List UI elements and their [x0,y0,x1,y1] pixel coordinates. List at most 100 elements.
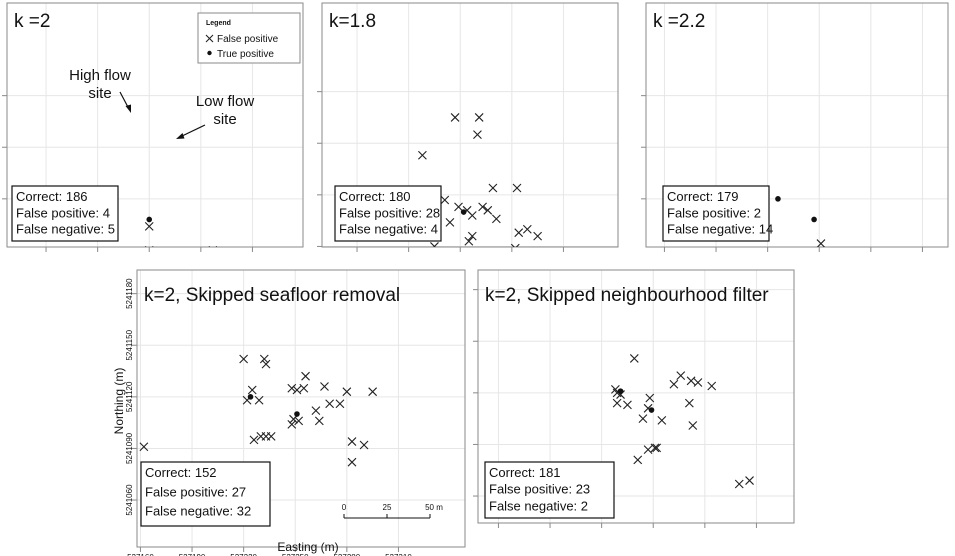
panel-title: k=2, Skipped seafloor removal [144,285,400,306]
panel-5: k=2, Skipped neighbourhood filterCorrect… [473,269,795,528]
stats-line: Correct: 181 [489,465,561,480]
false-positive-marker [542,249,550,257]
true-positive-marker [617,388,624,394]
stats-line: False negative: 5 [16,222,115,237]
false-positive-marker [347,457,357,467]
false-positive-marker [475,254,483,262]
false-positive-marker [657,415,667,425]
x-tick-label: 527190 [179,553,206,556]
stats-line: False negative: 4 [339,222,438,237]
scale-bar: 0 25 50 m [342,503,443,519]
panel-title: k=2, Skipped neighbourhood filter [485,285,769,306]
true-positive-marker [294,411,300,417]
panel-frame [645,2,949,248]
stats-line: False positive: 4 [16,205,110,220]
x-tick-label: 527280 [333,553,360,556]
panel-frame [321,2,619,248]
annotations: High flow site Low flow site [69,67,254,139]
false-positive-marker [645,393,655,403]
false-positive-marker [474,113,484,122]
panel-frame [6,2,304,248]
low-flow-label-line1: Low flow [196,93,255,110]
false-positive-marker [623,400,632,410]
y-tick-label: 5241060 [125,484,134,516]
true-positive-marker [146,216,153,223]
false-positive-marker [483,205,493,215]
false-positive-marker [676,371,686,381]
true-positive-marker [775,196,781,202]
false-positive-marker [688,421,698,430]
false-positive-marker [292,385,302,395]
stats-line: Correct: 152 [145,465,217,480]
y-axis-label: Northing (m) [112,368,126,435]
false-positive-marker [440,195,450,205]
false-positive-marker [311,406,321,415]
x-tick-labels: 527160527190527220527250527280527310 [127,553,412,556]
false-positive-marker [266,432,276,441]
legend-title: Legend [206,20,231,27]
false-positive-marker [247,385,257,395]
false-positive-marker [287,419,297,429]
false-positive-marker [335,399,345,409]
markers [775,196,826,247]
false-positive-marker [491,214,501,224]
false-positive-marker [299,383,309,393]
false-positive-marker [508,261,516,269]
false-positive-marker [488,183,498,193]
false-positive-marker [522,224,532,234]
false-positive-marker [418,150,427,160]
scale-label-25: 25 [383,503,392,512]
false-positive-marker [652,443,662,453]
x-tick-label: 527220 [230,553,257,556]
false-positive-marker [450,113,460,122]
stats-line: False positive: 27 [145,484,246,499]
stats-line: Correct: 179 [667,189,739,204]
panel-frame [136,269,466,548]
markers [402,113,550,269]
false-positive-marker [684,398,694,408]
legend-box [197,12,301,64]
markers [611,354,754,489]
stats-line: False negative: 2 [489,498,588,513]
false-positive-marker [693,378,703,387]
scale-label-50: 50 m [425,503,443,512]
false-positive-marker [144,221,154,231]
panel-frame [477,269,795,524]
false-positive-marker [473,130,482,140]
false-positive-marker [816,239,826,247]
true-positive-marker [460,209,467,215]
high-flow-label-line2: site [88,85,111,102]
legend-cross-marker [205,34,214,43]
panel-title: k=1.8 [329,11,376,32]
low-flow-arrow [179,124,206,138]
stats-line: False positive: 28 [339,205,440,220]
scale-label-0: 0 [342,503,347,512]
y-tick-label: 5241150 [125,329,134,360]
stats-line: False positive: 2 [667,205,761,220]
panel-title: k =2 [14,11,50,32]
false-positive-marker [478,202,487,212]
false-positive-marker [445,217,455,227]
false-positive-marker [314,416,324,426]
markers [101,196,218,247]
x-axis-label: Easting (m) [277,540,338,554]
false-positive-marker [643,445,653,454]
false-positive-marker [239,354,249,364]
false-positive-marker [139,442,149,452]
false-positive-marker [629,354,639,363]
stats-line: False negative: 14 [667,222,773,237]
false-positive-marker [512,183,522,193]
markers [139,354,378,467]
x-tick-label: 527310 [385,553,412,556]
false-positive-marker [430,242,439,247]
false-positive-marker [745,476,754,485]
false-positive-marker [686,376,696,386]
